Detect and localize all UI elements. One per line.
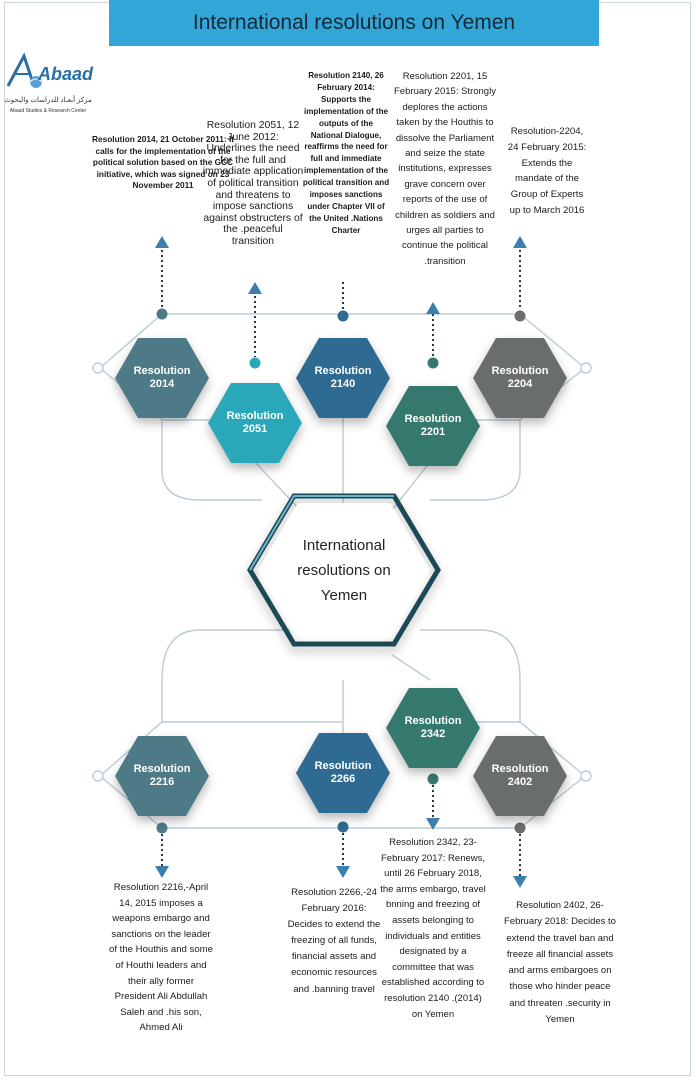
logo-english-name: Abaad Studies & Research Center: [9, 108, 87, 114]
title-banner: International resolutions on Yemen: [109, 0, 599, 46]
description-2201: Resolution 2201, 15 February 2015: Stron…: [394, 71, 496, 267]
arrow-heads: [155, 236, 527, 888]
hex-label-2014: Resolution 2014: [133, 365, 191, 390]
arrow-down-icon: [426, 818, 440, 830]
hex-label-2402: Resolution 2402: [491, 763, 549, 788]
end-nodes: [92, 308, 592, 834]
arrow-up-icon: [248, 282, 262, 294]
arrow-up-icon: [426, 302, 440, 314]
description-2216: Resolution 2216,-April 14, 2015 imposes …: [109, 882, 213, 1034]
hex-label-2342: Resolution 2342: [404, 715, 462, 740]
hex-2204: [473, 338, 567, 418]
logo-wordmark: Abaad: [38, 64, 94, 84]
page-title: International resolutions on Yemen: [192, 11, 516, 34]
hex-2402: [473, 736, 567, 816]
arrow-up-icon: [155, 236, 169, 248]
hex-2051: [208, 383, 302, 463]
arrow-down-icon: [155, 866, 169, 878]
abaad-logo: Abaad مركز أبعـاد للدراسات والبحوث Abaad…: [2, 50, 94, 120]
description-2266: Resolution 2266,-24 February 2016: Decid…: [287, 887, 381, 995]
bottom-hexagons: [115, 688, 567, 816]
arrow-down-icon: [513, 876, 527, 888]
center-hexagon: [247, 493, 441, 647]
description-2342: Resolution 2342, 23-February 2017: Renew…: [380, 837, 486, 1020]
hex-2216: [115, 736, 209, 816]
hex-label-2051: Resolution 2051: [226, 410, 284, 435]
hex-label-2140: Resolution 2140: [314, 365, 372, 390]
hex-2342: [386, 688, 480, 768]
globe-logo-icon: [6, 52, 43, 88]
hex-label-2204: Resolution 2204: [491, 365, 549, 390]
description-2140: Resolution 2140, 26 February 2014: Suppo…: [302, 71, 390, 235]
arrow-up-icon: [513, 236, 527, 248]
description-2204: Resolution-2204, 24 February 2015: Exten…: [507, 126, 587, 216]
description-2014: Resolution 2014, 21 October 2011: It cal…: [91, 134, 235, 191]
logo-arabic-name: مركز أبعـاد للدراسات والبحوث: [4, 97, 92, 104]
description-2402: Resolution 2402, 26-February 2018: Decid…: [504, 900, 616, 1026]
hex-2014: [115, 338, 209, 418]
hex-label-2201: Resolution 2201: [404, 413, 462, 438]
arrow-down-icon: [336, 866, 350, 878]
top-hexagons: [115, 338, 567, 466]
dotted-stems: [161, 250, 521, 876]
hex-label-2216: Resolution 2216: [133, 763, 191, 788]
hex-2201: [386, 386, 480, 466]
description-2051: Resolution 2051, 12 June 2012: Underline…: [202, 120, 304, 247]
hex-label-2266: Resolution 2266: [314, 760, 372, 785]
hex-2266: [296, 733, 390, 813]
hex-2140: [296, 338, 390, 418]
center-label: International resolutions on Yemen: [297, 537, 391, 604]
